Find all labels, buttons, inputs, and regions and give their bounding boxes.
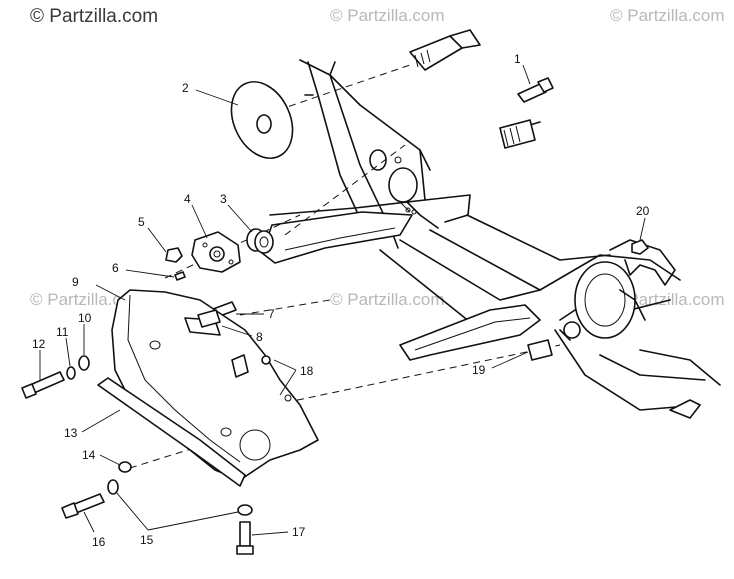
part-8-spacer xyxy=(197,309,221,328)
callout-3: 3 xyxy=(220,192,227,206)
callout-20: 20 xyxy=(636,204,650,218)
leader-lines xyxy=(39,64,646,536)
watermark-top-right: © Partzilla.com xyxy=(610,6,725,25)
callout-14: 14 xyxy=(82,448,96,462)
callout-6: 6 xyxy=(112,261,119,275)
watermark-mid-center: © Partzilla.com xyxy=(330,290,445,309)
callout-5: 5 xyxy=(138,215,145,229)
watermark-mid-left: © Partzilla.com xyxy=(30,290,145,309)
part-16-bolt xyxy=(61,493,105,519)
watermark-top-center: © Partzilla.com xyxy=(330,6,445,25)
part-12-bolt xyxy=(21,371,65,399)
callout-9: 9 xyxy=(72,275,79,289)
part-10-washer xyxy=(78,355,90,371)
callout-17: 17 xyxy=(292,525,306,539)
part-20-nut xyxy=(631,239,649,255)
part-18-clips xyxy=(231,354,271,378)
callout-19: 19 xyxy=(472,363,486,377)
part-14-plug xyxy=(118,461,132,473)
part-3-bearing xyxy=(246,228,274,254)
watermark-mid-right: © Partzilla.com xyxy=(610,290,725,309)
callout-1: 1 xyxy=(514,52,521,66)
part-17-bolt xyxy=(236,521,254,555)
part-2-washer xyxy=(230,81,294,159)
part-15-washers xyxy=(107,479,253,516)
callout-16: 16 xyxy=(92,535,106,549)
part-19-bracket xyxy=(527,339,553,361)
callout-12: 12 xyxy=(32,337,46,351)
callout-labels: 1 2 3 4 5 6 7 8 9 10 11 12 13 14 15 16 1… xyxy=(32,52,650,549)
part-11-lockwasher xyxy=(66,366,76,380)
callout-10: 10 xyxy=(78,311,92,325)
callout-4: 4 xyxy=(184,192,191,206)
part-1-bolt xyxy=(517,77,554,103)
watermark-main: © Partzilla.com xyxy=(30,6,159,27)
part-5-nut xyxy=(165,247,183,263)
callout-18: 18 xyxy=(300,364,314,378)
callout-13: 13 xyxy=(64,426,78,440)
callout-2: 2 xyxy=(182,81,189,95)
callout-15: 15 xyxy=(140,533,154,547)
part-6-pin xyxy=(174,271,186,281)
part-13-gasket xyxy=(97,377,246,487)
part-4-bearing-flange xyxy=(191,231,241,273)
callout-7: 7 xyxy=(268,307,275,321)
callout-11: 11 xyxy=(56,325,69,339)
callout-8: 8 xyxy=(256,330,263,344)
